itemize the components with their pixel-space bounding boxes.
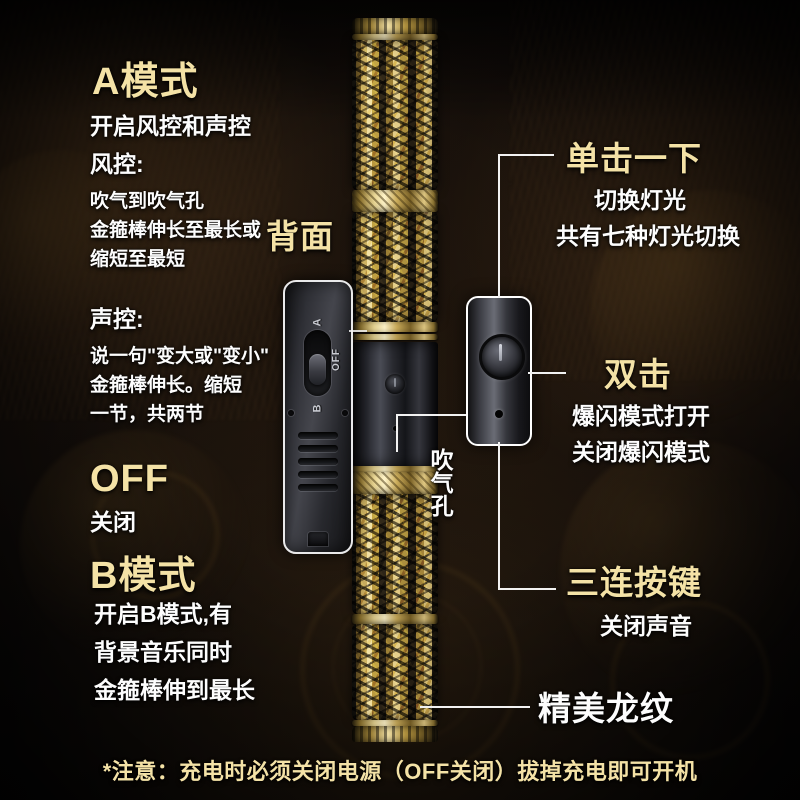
off-subtitle: 关闭 <box>90 509 136 535</box>
grille-slot <box>298 432 338 439</box>
single-click-line-1: 切换灯光 <box>594 187 686 213</box>
single-click-title: 单击一下 <box>566 140 702 177</box>
wind-control-line-1: 吹气到吹气孔 <box>90 191 205 212</box>
staff-band-lower-1 <box>352 466 438 472</box>
connector-triple-press-horizontal <box>498 588 556 590</box>
staff-band-bottom <box>352 720 438 726</box>
mode-switch-knob[interactable] <box>309 354 326 385</box>
charging-port <box>308 532 328 546</box>
double-click-line-1: 爆闪模式打开 <box>572 403 710 429</box>
off-title: OFF <box>90 458 169 500</box>
voice-control-line-3: 一节，共两节 <box>90 404 205 425</box>
mode-a-subtitle: 开启风控和声控 <box>90 113 251 139</box>
staff-band-top-1 <box>352 34 438 40</box>
mode-b-line-2: 背景音乐同时 <box>94 639 232 665</box>
blow-hole-icon <box>495 410 503 418</box>
product-staff <box>352 18 438 742</box>
voice-control-line-1: 说一句"变大或"变小" <box>90 346 270 367</box>
staff-relief-upper <box>352 40 438 190</box>
triple-press-title: 三连按键 <box>566 564 702 601</box>
staff-relief-lower-2 <box>352 624 438 720</box>
staff-band-upper-2 <box>352 322 438 332</box>
connector-back-panel <box>349 330 367 332</box>
connector-triple-press-vertical <box>498 442 500 590</box>
grille-slot <box>298 471 338 478</box>
connector-dragon-pattern <box>420 706 530 708</box>
staff-relief-upper-2 <box>352 212 438 322</box>
connector-single-click-vertical <box>498 154 500 298</box>
panel-side-dot-left <box>288 410 294 416</box>
switch-label-a: A <box>311 317 324 327</box>
connector-double-click <box>528 372 566 374</box>
staff-blow-hole <box>393 426 398 431</box>
voice-control-heading: 声控: <box>90 306 144 332</box>
blow-hole-label: 吹气孔 <box>427 448 454 517</box>
staff-band-upper-3 <box>352 334 438 340</box>
staff-middle-shaft <box>352 342 438 466</box>
triple-press-line-1: 关闭声音 <box>600 613 692 639</box>
wind-control-line-3: 缩短至最短 <box>90 249 186 270</box>
staff-top-cap <box>352 18 438 34</box>
connector-single-click-horizontal <box>498 154 554 156</box>
back-panel-heading: 背面 <box>266 218 334 255</box>
single-click-line-2: 共有七种灯光切换 <box>556 223 740 249</box>
connector-blow-hole-horizontal <box>396 414 466 416</box>
staff-power-button[interactable] <box>385 374 405 394</box>
staff-band-lower-2 <box>352 614 438 624</box>
switch-label-off: OFF <box>331 348 342 371</box>
back-panel-inset: A OFF B <box>283 280 353 554</box>
wind-control-line-2: 金箍棒伸长至最长或 <box>90 220 262 241</box>
staff-band-lower-wide <box>352 472 438 494</box>
switch-label-b: B <box>311 403 324 413</box>
dragon-pattern-title: 精美龙纹 <box>538 690 674 727</box>
staff-bottom-cap <box>352 726 438 742</box>
panel-side-dot-right <box>342 410 348 416</box>
mode-a-title: A模式 <box>92 61 199 103</box>
grille-slot <box>298 484 338 491</box>
voice-control-line-2: 金箍棒伸长。缩短 <box>90 375 243 396</box>
wind-control-heading: 风控: <box>90 151 144 177</box>
power-button-icon[interactable] <box>479 334 525 380</box>
mode-b-line-1: 开启B模式,有 <box>94 601 232 627</box>
connector-blow-hole-vertical <box>396 414 398 452</box>
double-click-title: 双击 <box>604 356 672 393</box>
double-click-line-2: 关闭爆闪模式 <box>572 439 710 465</box>
speaker-grille <box>298 432 338 497</box>
staff-band-upper-wide <box>352 190 438 212</box>
mode-b-title: B模式 <box>90 555 197 597</box>
mode-b-line-3: 金箍棒伸到最长 <box>94 677 255 703</box>
staff-relief-lower-1 <box>352 494 438 614</box>
button-zoom-callout <box>466 296 532 446</box>
grille-slot <box>298 458 338 465</box>
footer-note: *注意：充电时必须关闭电源（OFF关闭）拔掉充电即可开机 <box>102 758 698 784</box>
grille-slot <box>298 445 338 452</box>
